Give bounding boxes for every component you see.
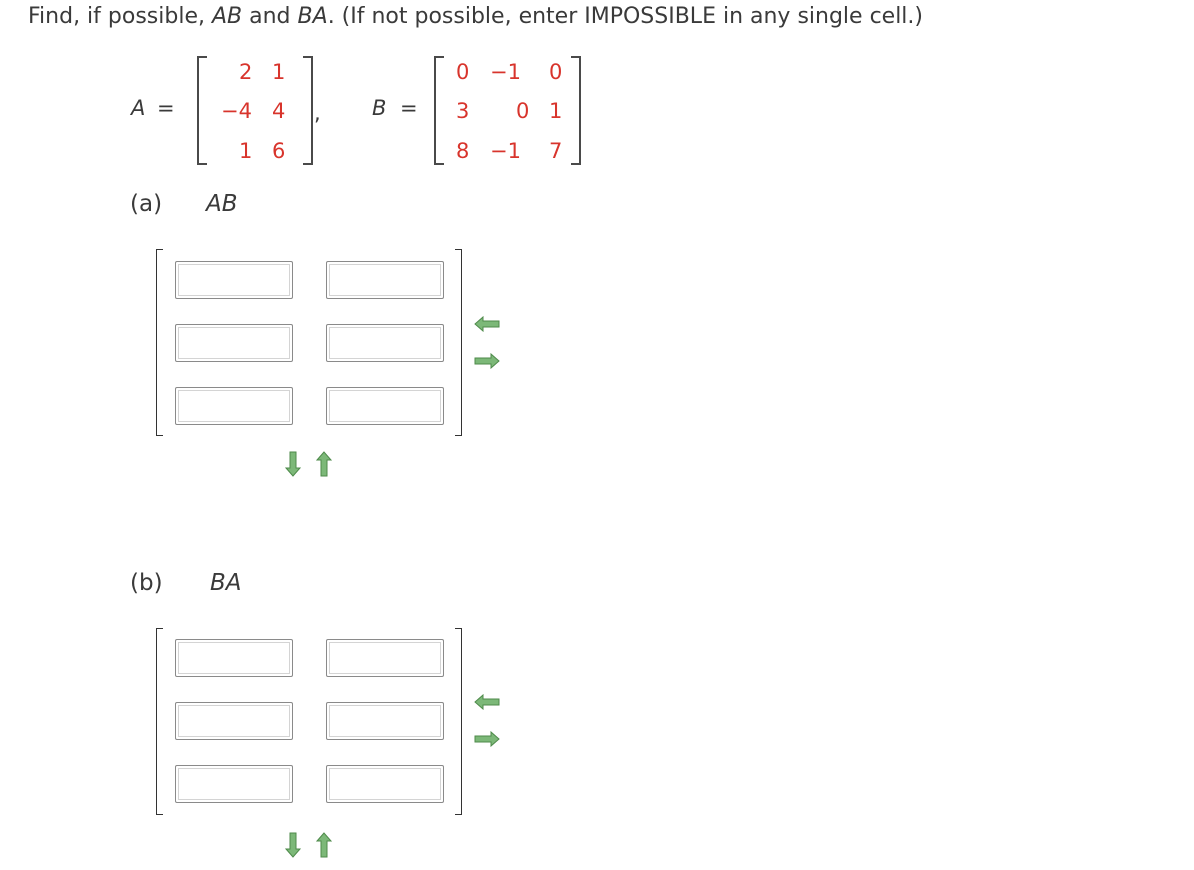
answer-a-left-bracket bbox=[156, 249, 163, 436]
matrix-b-entry: −1 bbox=[490, 139, 521, 163]
matrix-b-entry: −1 bbox=[490, 60, 521, 84]
matrix-b-entry: 3 bbox=[456, 99, 470, 123]
remove-column-arrow-icon[interactable] bbox=[474, 694, 500, 710]
matrix-b-entry: 7 bbox=[549, 139, 563, 163]
matrix-b-right-bracket bbox=[571, 56, 581, 165]
matrix-a-equals: = bbox=[157, 96, 175, 120]
matrix-a-entry: 4 bbox=[272, 99, 286, 123]
matrix-a-right-bracket bbox=[303, 56, 313, 165]
answer-a-cell-r3c2[interactable] bbox=[326, 387, 444, 425]
matrix-a-entry: 1 bbox=[272, 60, 286, 84]
part-b-expression: BA bbox=[210, 570, 242, 596]
answer-b-left-bracket bbox=[156, 628, 163, 815]
answer-a-cell-r1c1[interactable] bbox=[175, 261, 293, 299]
part-a-letter: (a) bbox=[130, 191, 163, 217]
prompt-text-3: . (If not possible, enter IMPOSSIBLE in … bbox=[327, 4, 923, 29]
answer-b-cell-r1c1[interactable] bbox=[175, 639, 293, 677]
matrix-b-entry: 0 bbox=[549, 60, 563, 84]
matrix-a-left-bracket bbox=[197, 56, 207, 165]
matrix-a-entry: 1 bbox=[239, 139, 253, 163]
prompt-text-2: and bbox=[242, 4, 298, 29]
matrix-b-equals: = bbox=[400, 96, 418, 120]
matrix-a-label: A bbox=[131, 96, 146, 120]
prompt-ba: BA bbox=[297, 4, 328, 29]
answer-a-right-bracket bbox=[455, 249, 462, 436]
matrix-b-left-bracket bbox=[434, 56, 444, 165]
answer-b-right-bracket bbox=[455, 628, 462, 815]
add-column-arrow-icon[interactable] bbox=[474, 353, 500, 369]
answer-b-cell-r3c1[interactable] bbox=[175, 765, 293, 803]
answer-a-cell-r3c1[interactable] bbox=[175, 387, 293, 425]
matrix-b-entry: 1 bbox=[549, 99, 563, 123]
question-prompt: Find, if possible, AB and BA. (If not po… bbox=[28, 4, 923, 29]
prompt-ab: AB bbox=[211, 4, 243, 29]
remove-row-arrow-icon[interactable] bbox=[316, 832, 332, 858]
answer-b-cell-r1c2[interactable] bbox=[326, 639, 444, 677]
add-row-arrow-icon[interactable] bbox=[285, 832, 301, 858]
prompt-text-1: Find, if possible, bbox=[28, 4, 212, 29]
matrix-a-entry: −4 bbox=[221, 99, 252, 123]
answer-b-cell-r3c2[interactable] bbox=[326, 765, 444, 803]
matrix-a-entry: 6 bbox=[272, 139, 286, 163]
part-a-expression: AB bbox=[206, 191, 238, 217]
answer-a-cell-r1c2[interactable] bbox=[326, 261, 444, 299]
add-row-arrow-icon[interactable] bbox=[285, 451, 301, 477]
part-b-letter: (b) bbox=[130, 570, 163, 596]
matrix-b-label: B bbox=[372, 96, 387, 120]
matrix-b-entry: 0 bbox=[456, 60, 470, 84]
answer-b-cell-r2c2[interactable] bbox=[326, 702, 444, 740]
matrix-separator-comma: , bbox=[314, 101, 321, 125]
answer-a-cell-r2c1[interactable] bbox=[175, 324, 293, 362]
answer-a-cell-r2c2[interactable] bbox=[326, 324, 444, 362]
remove-column-arrow-icon[interactable] bbox=[474, 316, 500, 332]
answer-b-cell-r2c1[interactable] bbox=[175, 702, 293, 740]
add-column-arrow-icon[interactable] bbox=[474, 731, 500, 747]
remove-row-arrow-icon[interactable] bbox=[316, 451, 332, 477]
matrix-b-entry: 8 bbox=[456, 139, 470, 163]
matrix-b-entry: 0 bbox=[516, 99, 530, 123]
matrix-a-entry: 2 bbox=[239, 60, 253, 84]
